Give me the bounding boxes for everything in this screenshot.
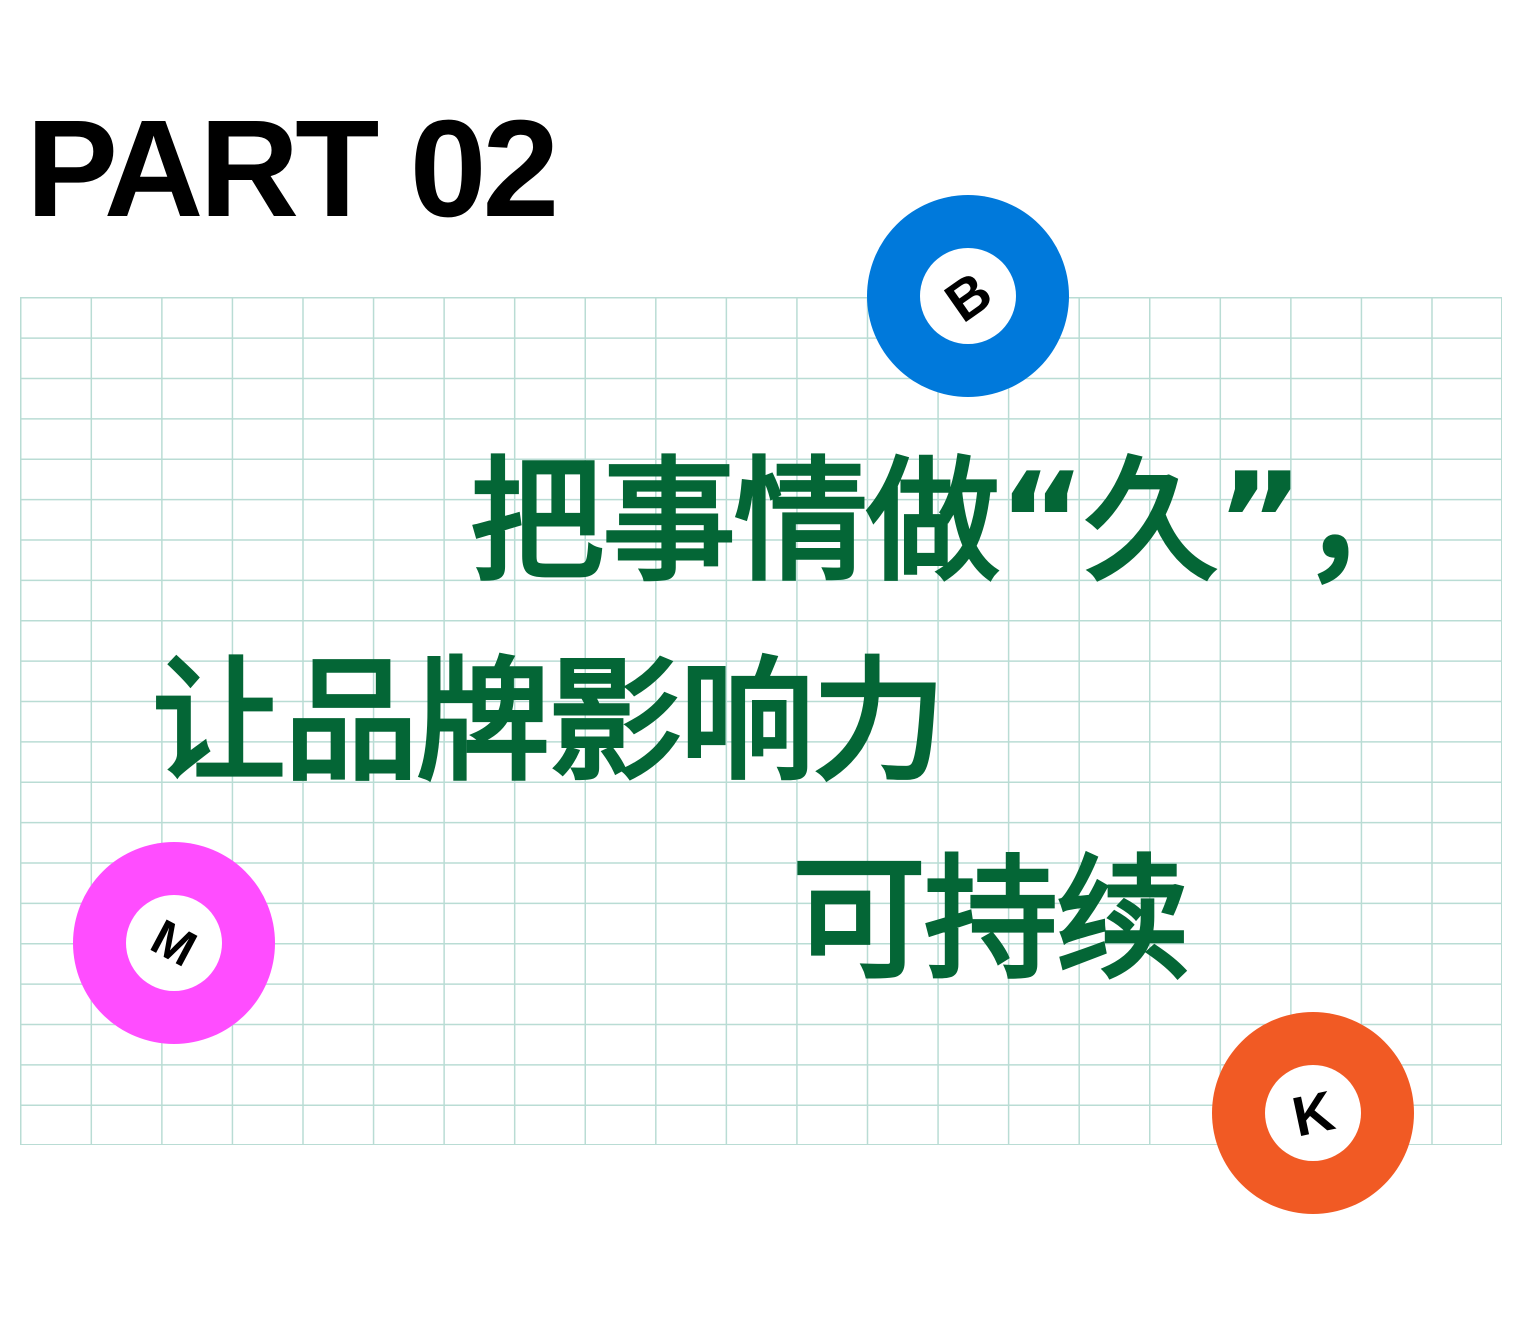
headline-line-2: 让品牌影响力 [152,644,946,800]
badge-m: M [73,842,275,1044]
badge-b: B [867,195,1069,397]
badge-letter: K [1286,1077,1340,1149]
badge-inner: K [1265,1065,1361,1161]
headline-line-1: 把事情做“久”， [470,444,1436,600]
badge-letter: B [933,258,1003,334]
badge-k: K [1212,1012,1414,1214]
badge-inner: B [920,248,1016,344]
part-title: PART 02 [26,92,559,246]
headline-line-3: 可持续 [792,842,1190,998]
badge-letter: M [142,908,206,978]
grid-background [20,297,1502,1145]
badge-inner: M [126,895,222,991]
